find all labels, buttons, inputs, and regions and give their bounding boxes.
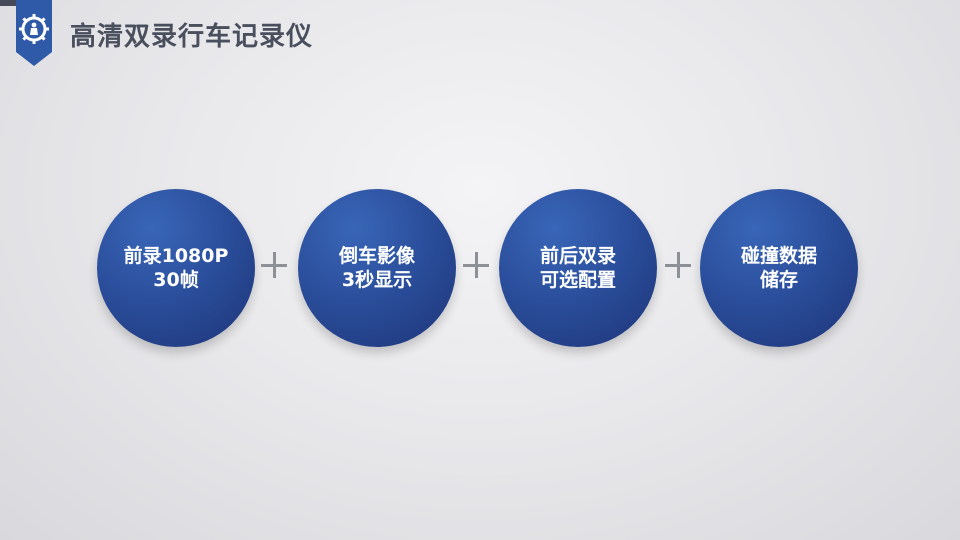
feature-label-line1: 前录1080P xyxy=(123,245,229,267)
feature-circle-dual-record: 前后双录 可选配置 xyxy=(499,189,657,347)
plus-icon xyxy=(461,250,491,280)
feature-circle-front-record: 前录1080P 30帧 xyxy=(97,189,255,347)
feature-label-line1: 碰撞数据 xyxy=(740,245,817,267)
feature-label-line2: 可选配置 xyxy=(539,269,616,291)
feature-label-line1: 前后双录 xyxy=(539,245,616,267)
plus-icon xyxy=(663,250,693,280)
feature-label-line2: 储存 xyxy=(759,269,798,291)
feature-circle-reverse-camera: 倒车影像 3秒显示 xyxy=(298,189,456,347)
feature-label-line2: 30帧 xyxy=(153,269,199,291)
feature-label-line1: 倒车影像 xyxy=(338,245,415,267)
feature-circle-collision-data: 碰撞数据 储存 xyxy=(700,189,858,347)
page-title: 高清双录行车记录仪 xyxy=(70,22,314,52)
gear-person-icon xyxy=(16,0,52,66)
feature-label-line2: 3秒显示 xyxy=(341,269,413,291)
header-badge xyxy=(16,0,52,66)
plus-icon xyxy=(259,250,289,280)
